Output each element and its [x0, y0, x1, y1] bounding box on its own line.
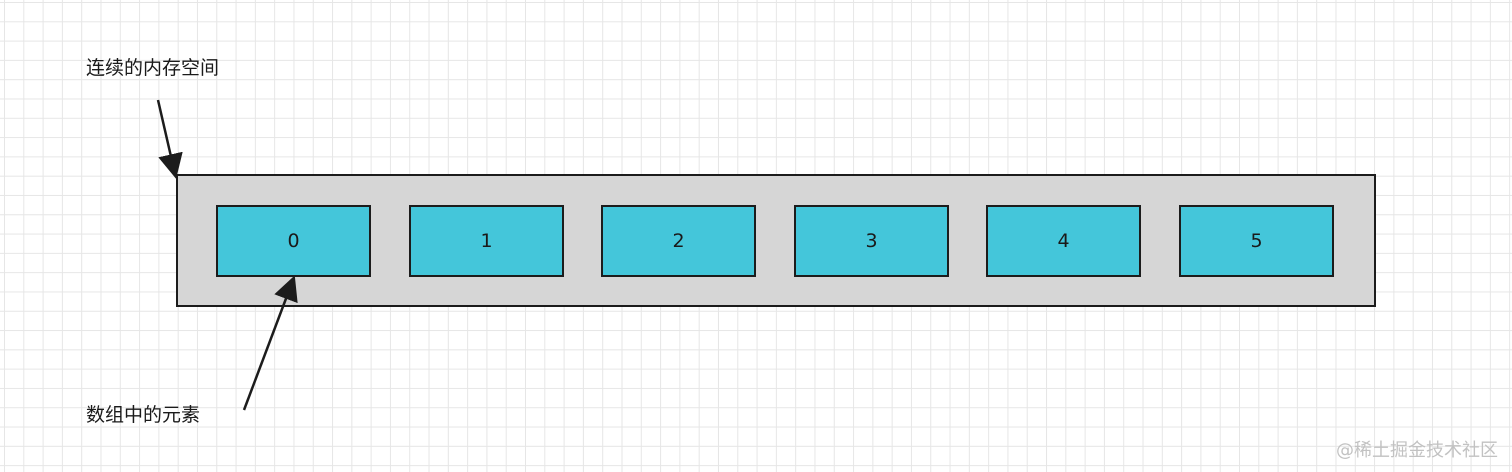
array-cell-index: 5	[1250, 230, 1263, 252]
array-cell-5: 5	[1179, 205, 1334, 277]
array-cell-index: 4	[1057, 230, 1070, 252]
array-cell-4: 4	[986, 205, 1141, 277]
array-cell-index: 0	[287, 230, 300, 252]
array-cell-2: 2	[601, 205, 756, 277]
array-cell-index: 1	[480, 230, 493, 252]
array-cell-1: 1	[409, 205, 564, 277]
arrow-to-element	[242, 275, 298, 411]
array-cell-index: 3	[865, 230, 878, 252]
watermark-text: @稀土掘金技术社区	[1336, 440, 1498, 461]
arrow-to-container	[156, 99, 183, 179]
memory-block-container	[176, 174, 1376, 307]
contiguous-memory-label: 连续的内存空间	[86, 57, 220, 79]
array-cell-index: 2	[672, 230, 685, 252]
array-cell-3: 3	[794, 205, 949, 277]
array-element-label: 数组中的元素	[86, 404, 201, 426]
